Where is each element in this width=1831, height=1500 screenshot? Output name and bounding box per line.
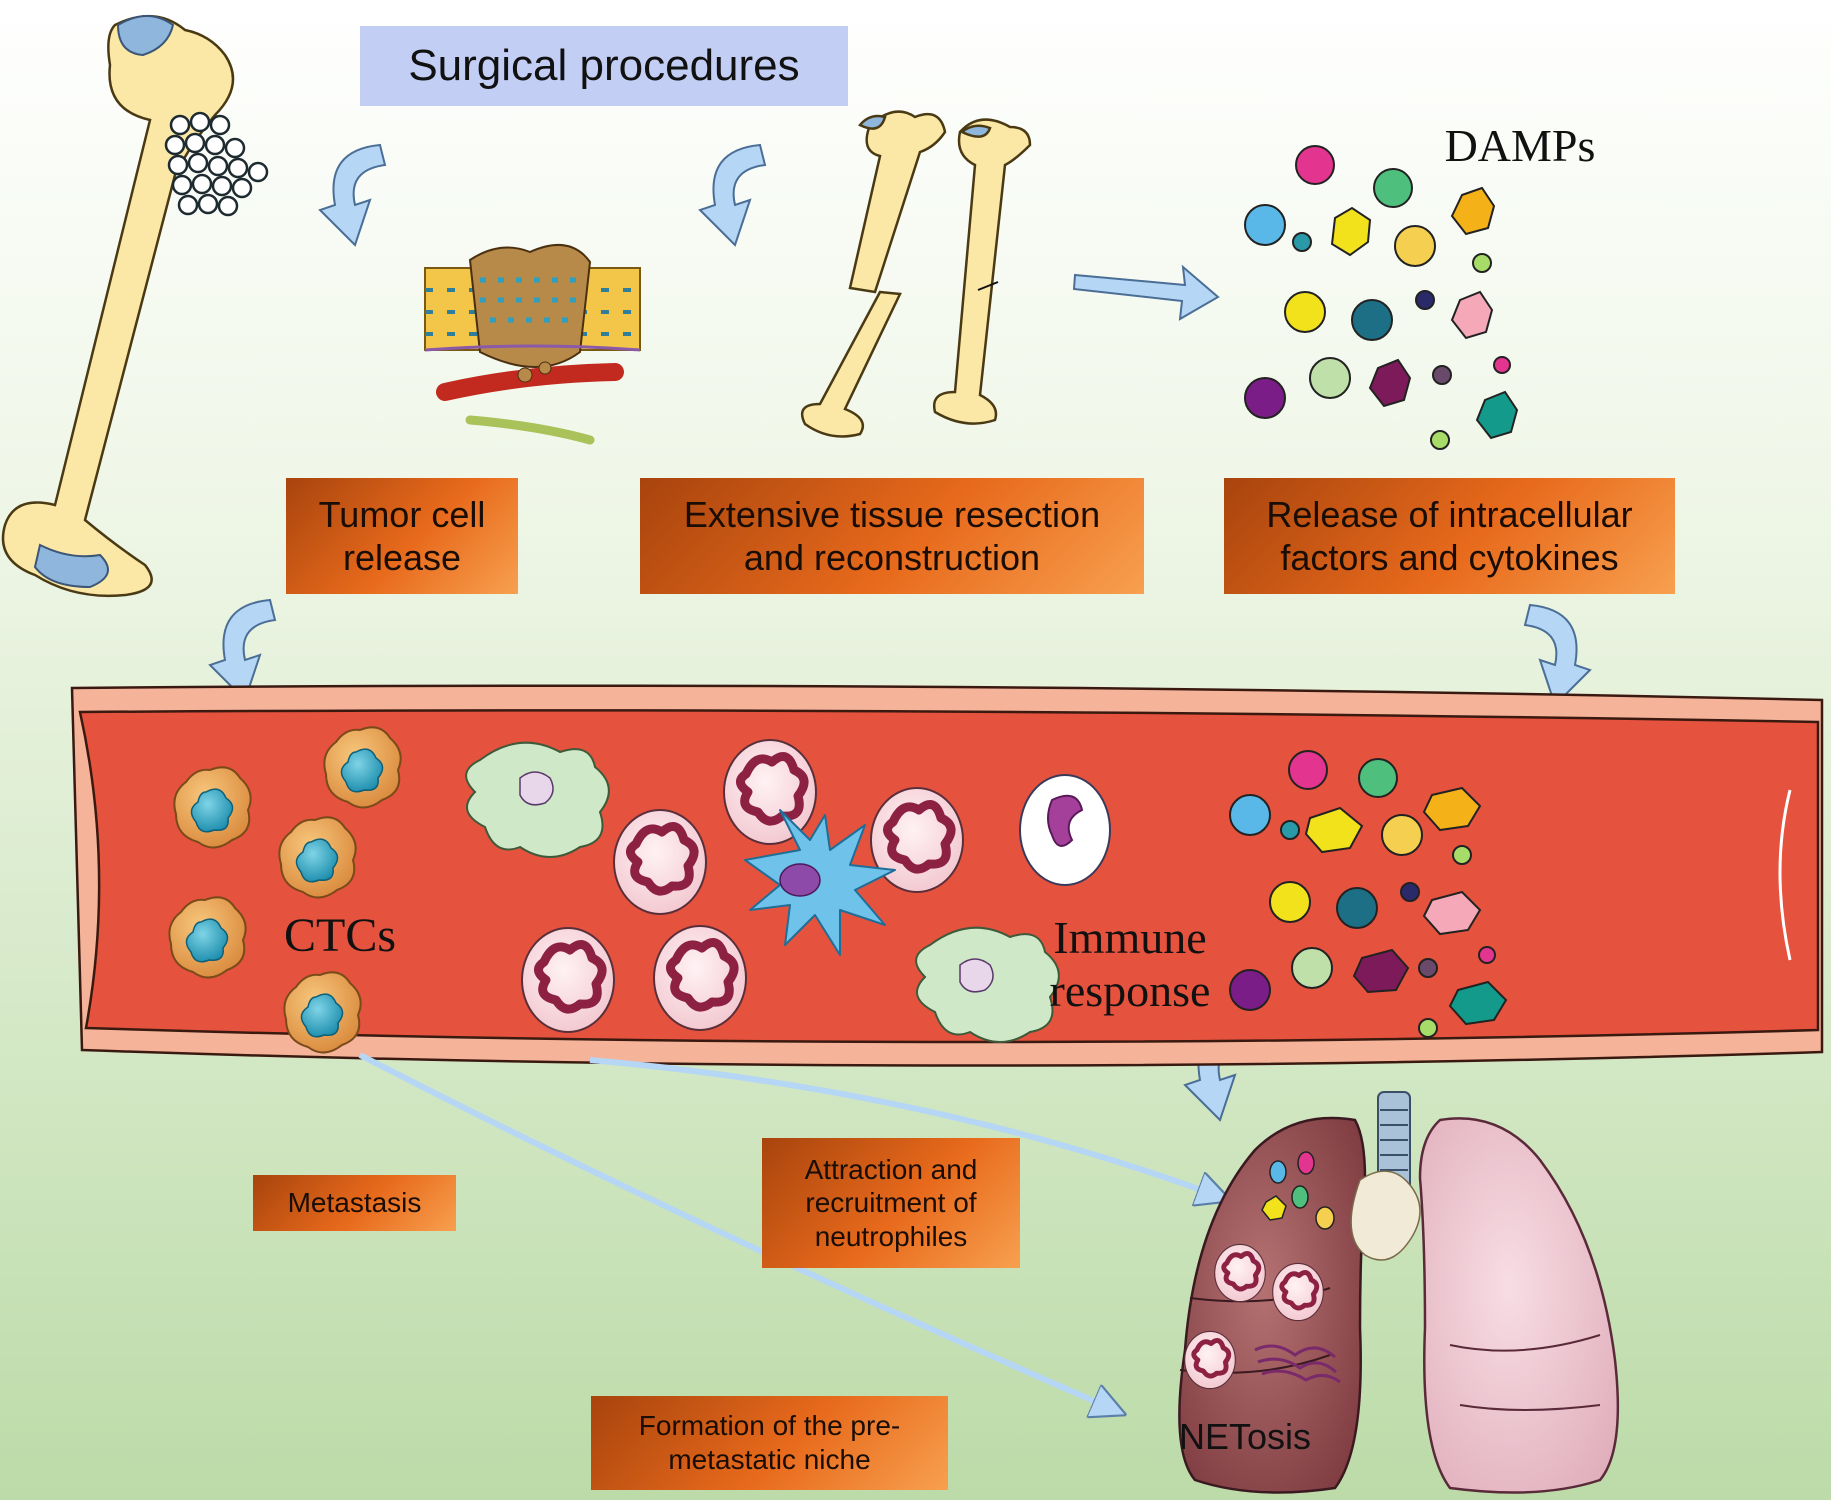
dendritic-cell-icon: [744, 809, 896, 956]
attraction-recruitment-label: Attraction and recruitment of neutrophil…: [762, 1138, 1020, 1268]
netosis-label: NETosis: [1178, 1416, 1312, 1457]
bone-tumor-cluster-icon: [164, 111, 269, 217]
intracellular-factors-label: Release of intracellular factors and cyt…: [1224, 478, 1675, 594]
premetastatic-niche-label: Formation of the pre-metastatic niche: [591, 1396, 948, 1490]
tumor-cell-release-label: Tumor cell release: [286, 478, 518, 594]
surgical-procedures-label: Surgical procedures: [360, 26, 848, 106]
basophil-icon: [1019, 774, 1111, 886]
net-strands-icon: [1254, 1344, 1341, 1384]
tissue-resection-label: Extensive tissue resection and reconstru…: [640, 478, 1144, 594]
damp-particles-icon: [1244, 145, 1519, 450]
ctcs-label: CTCs: [283, 908, 397, 962]
metastasis-label: Metastasis: [253, 1175, 456, 1231]
monocyte-icon: [465, 741, 1060, 1043]
lungs-icon: [1178, 1091, 1620, 1494]
vessel-damp-particles-icon: [1229, 750, 1508, 1038]
damps-label: DAMPs: [1444, 119, 1596, 171]
long-arrow-icon: [358, 1052, 1215, 1408]
fractured-bones-icon: [800, 110, 1032, 438]
tumor-tissue-icon: [424, 244, 641, 445]
lung-damp-particles-icon: [1261, 1151, 1335, 1230]
immune-response-label: Immune response: [1049, 912, 1211, 1016]
